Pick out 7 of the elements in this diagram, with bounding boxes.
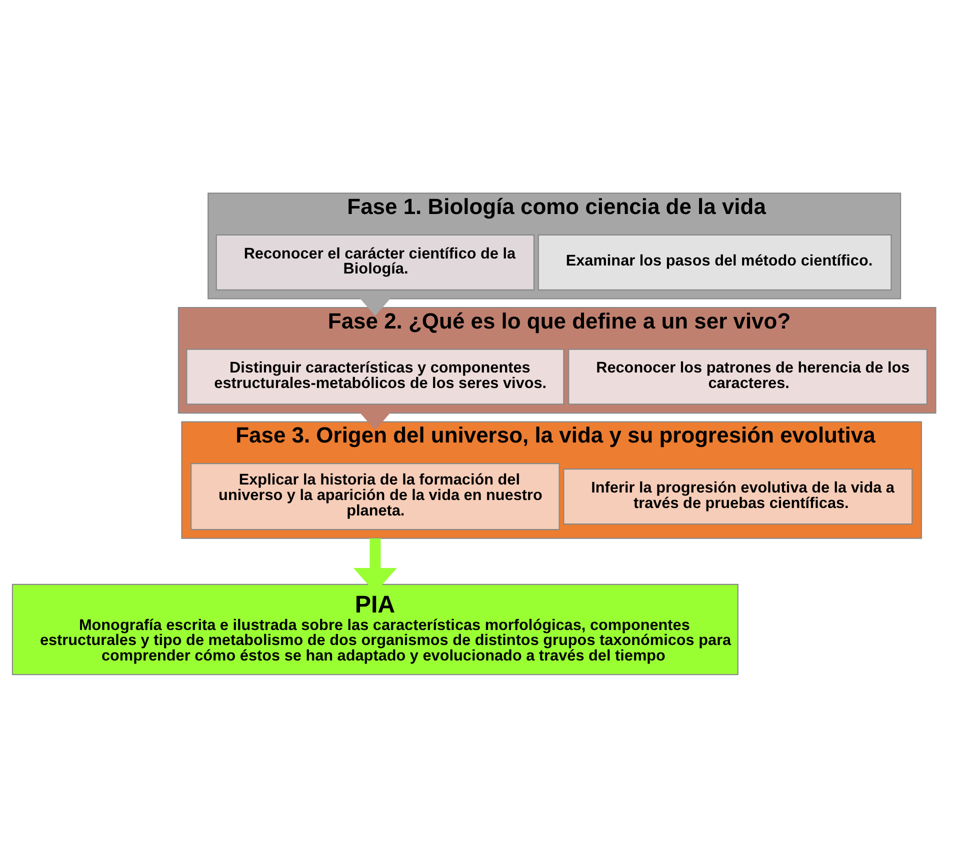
node-box: Reconocer los patrones de herencia de los caracteres. [568, 348, 928, 404]
node-box: PIA Monografía escrita e ilustrada sobre las características morfológicas, componentes estructurales y tipo de metabolismo de dos organismos de distintos grupos taxonómicos para comprender cómo éstos se han adaptado y evolucionado a través del tiempo [12, 583, 738, 675]
node-box: Inferir la progresión evolutiva de la vida a través de pruebas científicas. [563, 468, 913, 524]
node-box: Explicar la historia de la formación del universo y la aparición de la vida en nuestro planeta. [190, 462, 560, 530]
node-box: Distinguir características y componentes estructurales-metabólicos de los seres vivos. [186, 348, 564, 404]
node-box: Examinar los pasos del método científico. [538, 234, 892, 290]
node-box: Reconocer el carácter científico de la Biología. [216, 234, 535, 290]
